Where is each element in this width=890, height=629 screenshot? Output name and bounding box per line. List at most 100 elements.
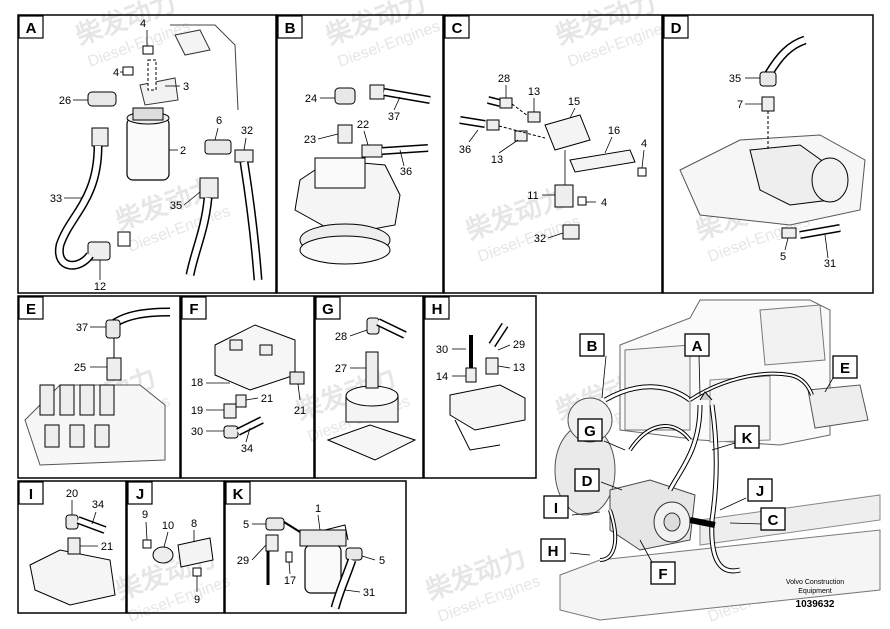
panel-i-frame	[17, 480, 127, 614]
callout-k-1: 1	[315, 503, 321, 515]
panel-j: J 9 10 8 9	[126, 480, 225, 614]
panel-e-letter: E	[26, 301, 36, 318]
callout-g-28: 28	[335, 331, 347, 343]
panel-f-frame	[180, 295, 315, 479]
overview-callout-k: K	[742, 430, 753, 447]
callout-k-17: 17	[284, 575, 296, 587]
callout-a-4-top: 4	[140, 18, 146, 30]
callout-k-31: 31	[363, 587, 375, 599]
overview-callout-f: F	[658, 566, 667, 583]
overview-callout-e: E	[840, 360, 850, 377]
callout-c-11: 11	[527, 190, 538, 202]
callout-h-14: 14	[436, 371, 448, 383]
callout-h-30: 30	[436, 344, 448, 356]
callout-b-36: 36	[400, 166, 412, 178]
callout-d-5: 5	[780, 251, 786, 263]
callout-a-3: 3	[183, 81, 189, 93]
overview-callout-box-g	[577, 418, 603, 442]
panel-d-letter: D	[671, 20, 682, 37]
panel-i-letter: I	[29, 486, 33, 503]
panel-k-frame	[224, 480, 407, 614]
callout-a-4-mid: 4	[113, 67, 119, 79]
panel-a-frame	[17, 14, 277, 294]
callout-i-34: 34	[92, 499, 104, 511]
callout-i-20: 20	[66, 488, 78, 500]
footer-line-2: Equipment	[798, 588, 832, 595]
callout-c-15: 15	[568, 96, 580, 108]
callout-j-10: 10	[162, 520, 174, 532]
callout-h-29: 29	[513, 339, 525, 351]
callout-c-32: 32	[534, 233, 546, 245]
callout-b-37: 37	[388, 111, 400, 123]
panel-j-frame	[126, 480, 225, 614]
overview-callout-box-h	[540, 538, 566, 562]
panel-a: A 4 4	[17, 14, 277, 294]
callout-e-37: 37	[76, 322, 88, 334]
panel-e-frame	[17, 295, 181, 479]
callout-j-9-top: 9	[142, 509, 148, 521]
overview-callout-d: D	[582, 473, 593, 490]
panel-h-frame	[423, 295, 537, 479]
overview-callout-box-a	[684, 333, 710, 357]
panel-k: K 5 1 29 17 5 31	[224, 480, 407, 614]
panel-k-letter: K	[233, 486, 244, 503]
panel-e: E 37 25	[17, 295, 181, 479]
overview-callout-a: A	[692, 338, 703, 355]
drawing-number: 1039632	[796, 599, 835, 610]
panel-a-letter-box	[18, 15, 44, 39]
panel-b-letter: B	[285, 20, 296, 37]
distribution-block	[544, 114, 591, 151]
overview-callout-box-j	[747, 478, 773, 502]
callout-c-13-top: 13	[528, 86, 540, 98]
panel-b: B 24 37 23 22 36	[276, 14, 444, 294]
callout-g-27: 27	[335, 363, 347, 375]
overview-callout-h: H	[548, 543, 559, 560]
panel-d-frame	[662, 14, 874, 294]
panel-g-frame	[314, 295, 424, 479]
panel-b-frame	[276, 14, 444, 294]
callout-a-6: 6	[216, 115, 222, 127]
overview-callout-j: J	[756, 483, 764, 500]
filter-canister	[126, 117, 170, 181]
panel-d: D 35 7 5 31	[662, 14, 874, 294]
filter-bracket	[139, 77, 179, 106]
panel-f-letter: F	[189, 301, 198, 318]
callout-f-18: 18	[191, 377, 203, 389]
callout-c-28: 28	[498, 73, 510, 85]
overview-callout-box-f	[650, 561, 676, 585]
callout-b-24: 24	[305, 93, 317, 105]
callout-e-25: 25	[74, 362, 86, 374]
callout-j-8: 8	[191, 518, 197, 530]
panel-c: C 28 13 15 16 36 13 4 11 4 32	[443, 14, 663, 294]
panel-i: I 20 34 21	[17, 480, 127, 614]
callout-k-5-left: 5	[243, 519, 249, 531]
callout-c-36: 36	[459, 144, 471, 156]
callout-a-35: 35	[170, 200, 182, 212]
callout-f-21-inner: 21	[261, 393, 273, 405]
overview-callout-g: G	[584, 423, 596, 440]
callout-d-31: 31	[824, 258, 836, 270]
overview-callout-i: I	[554, 500, 558, 517]
callout-f-30: 30	[191, 426, 203, 438]
callout-c-13-bottom: 13	[491, 154, 503, 166]
callout-c-4-bottom: 4	[601, 197, 607, 209]
callout-a-2: 2	[180, 145, 186, 157]
footer-line-1: Volvo Construction	[786, 579, 844, 586]
callout-c-16: 16	[608, 125, 620, 137]
callout-c-4-right: 4	[641, 138, 647, 150]
overview-callout-box-i	[543, 495, 569, 519]
callout-d-35: 35	[729, 73, 741, 85]
callout-a-26: 26	[59, 95, 71, 107]
callout-j-9-bottom: 9	[194, 594, 200, 606]
callout-i-21: 21	[101, 541, 113, 553]
overview-callout-c: C	[768, 512, 779, 529]
callout-f-19: 19	[191, 405, 203, 417]
panel-h-letter: H	[432, 301, 443, 318]
panel-j-letter: J	[136, 486, 144, 503]
overview-callout-box-k	[734, 425, 760, 449]
panel-f: F 18 21 19 21 30 34	[180, 295, 315, 479]
callout-a-32: 32	[241, 125, 253, 137]
